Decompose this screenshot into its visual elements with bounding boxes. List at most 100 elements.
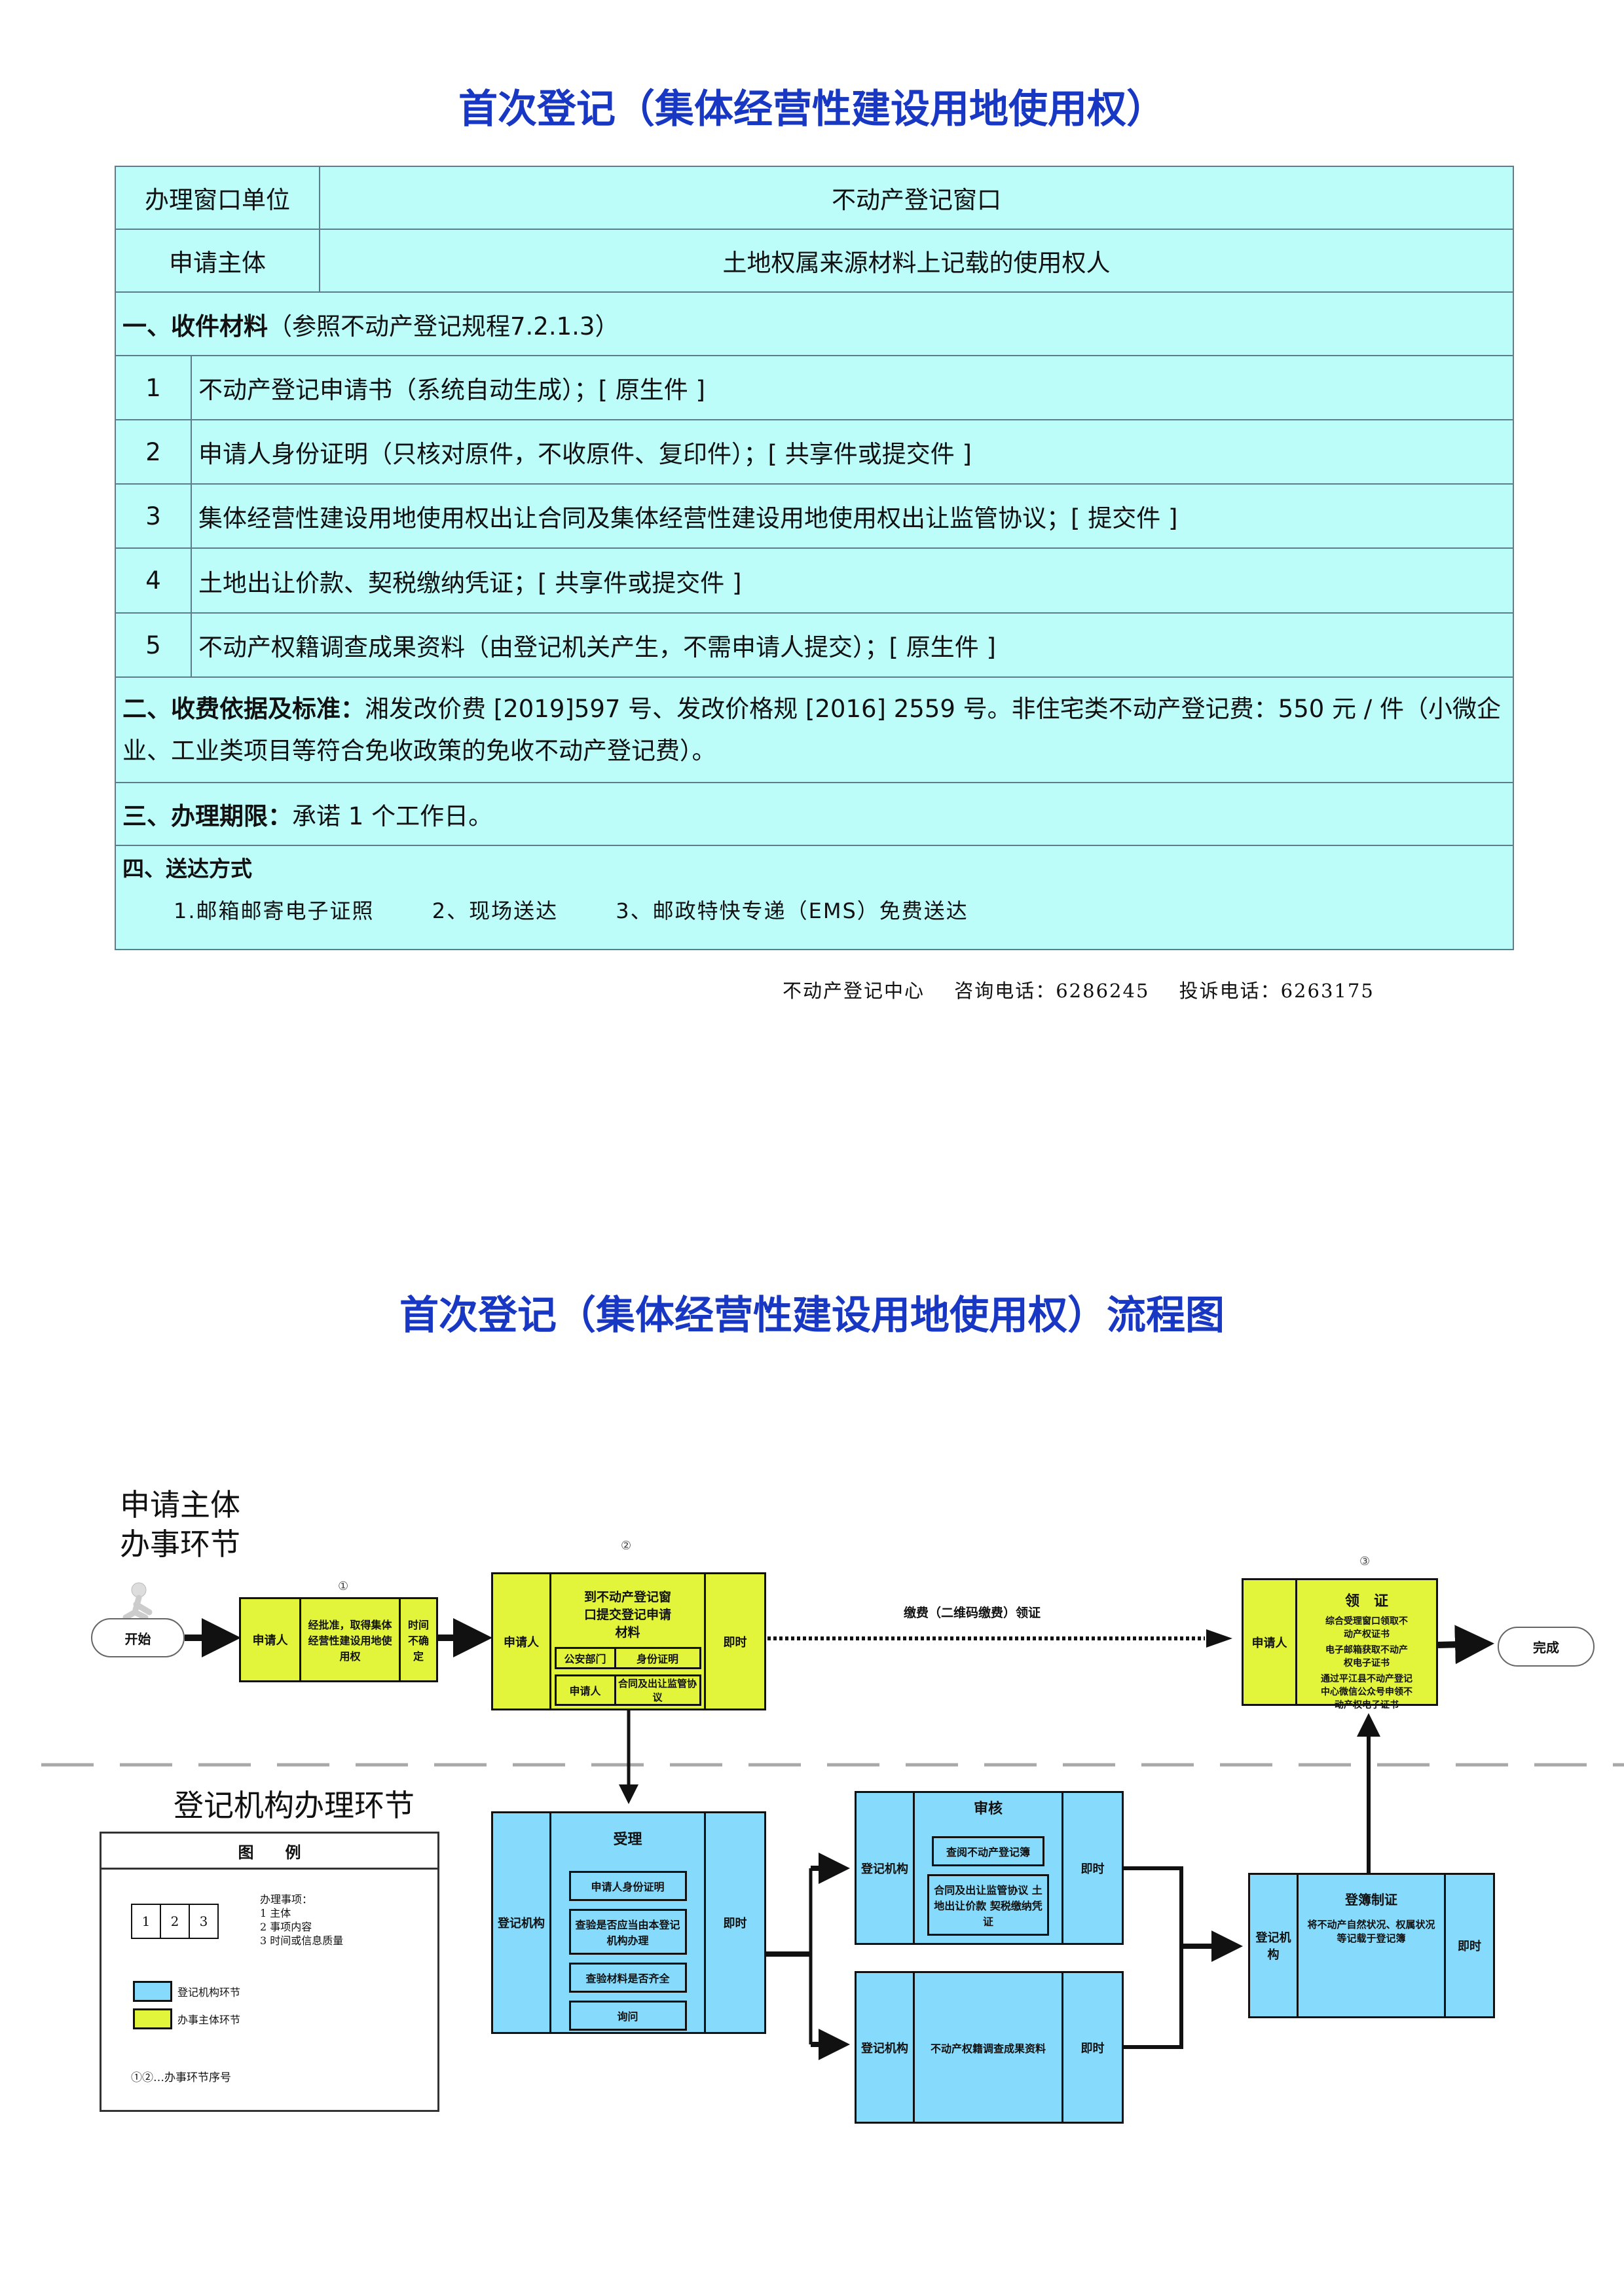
table-row: 申请主体 土地权属来源材料上记载的使用权人: [115, 229, 1514, 293]
accept-item: 询问: [568, 2001, 687, 2031]
legend-yellow: 办事主体环节: [133, 2008, 240, 2029]
delivery-option: 3、邮政特快专递（EMS）免费送达: [616, 898, 969, 923]
legend-cell: 2: [161, 1905, 190, 1938]
end-terminal: 完成: [1498, 1627, 1595, 1667]
runner-icon: [122, 1582, 153, 1621]
arrow-pay-step3: [1206, 1629, 1232, 1648]
legend-yellow-label: 办事主体环节: [177, 2014, 241, 2026]
step3-box: 申请人 领 证 综合受理窗口领取不动产权证书 电子邮箱获取不动产权电子证书 通过…: [1242, 1578, 1438, 1710]
subject-value: 土地权属来源材料上记载的使用权人: [319, 229, 1514, 293]
flowchart-title: 首次登记（集体经营性建设用地使用权）流程图: [399, 1293, 1225, 1339]
table-row: 二、收费依据及标准：湘发改价费 [2019]597 号、发改价格规 [2016]…: [115, 676, 1514, 783]
legend-seq-label: ①②…办事环节序号: [131, 2071, 231, 2084]
sub-what: 合同及出让监管协议: [618, 1678, 697, 1703]
lane-label-line: 办事环节: [120, 1526, 240, 1562]
table-row: 一、收件材料（参照不动产登记规程7.2.1.3）: [115, 291, 1514, 356]
step2-time: 即时: [723, 1635, 747, 1650]
step2-sub2: 申请人 合同及出让监管协议: [554, 1674, 701, 1706]
material-no: 2: [116, 420, 192, 483]
section3-text: 承诺 1 个工作日。: [292, 802, 493, 830]
material-text: 集体经营性建设用地使用权出让合同及集体经营性建设用地使用权出让监管协议；[ 提交…: [198, 504, 1178, 532]
review-box: 登记机构 审核 查阅不动产登记簿 合同及出让监管协议 土地出让价款 契税缴纳凭证…: [855, 1791, 1124, 1945]
legend-title: 图 例: [101, 1834, 437, 1870]
legend-explain-line: 3 时间或信息质量: [260, 1934, 344, 1947]
record-time: 即时: [1458, 1940, 1481, 1953]
page-title: 首次登记（集体经营性建设用地使用权）: [458, 86, 1166, 132]
material-text: 申请人身份证明（只核对原件，不收原件、复印件）；[ 共享件或提交件 ]: [198, 440, 972, 468]
review-who: 登记机构: [857, 1793, 915, 1943]
material-no: 4: [116, 549, 192, 612]
footer-center: 不动产登记中心: [783, 980, 925, 1002]
lane-agency-label: 登记机构办理环节: [174, 1788, 415, 1823]
record-who: 登记机构: [1250, 1875, 1299, 2016]
step2-box: 申请人 到不动产登记窗口提交登记申请材料 公安部门 身份证明 申请人 合同及出让…: [491, 1572, 766, 1710]
delivery-option: 1.邮箱邮寄电子证照: [174, 898, 375, 923]
material-no: 3: [116, 485, 192, 547]
table-row: 办理窗口单位 不动产登记窗口: [115, 166, 1514, 230]
record-box: 登记机构 登簿制证 将不动产自然状况、权属状况等记载于登记簿 即时: [1248, 1873, 1495, 2018]
accept-item: 查验是否应当由本登记机构办理: [568, 1909, 687, 1955]
survey-who: 登记机构: [857, 1973, 915, 2122]
step-number: ①: [338, 1579, 349, 1593]
step3-line: 通过平江县不动产登记中心微信公众号申领不动产权电子证书: [1321, 1674, 1412, 1710]
footer-consult-phone: 咨询电话：6286245: [954, 980, 1150, 1002]
step-number: ③: [1359, 1555, 1371, 1568]
material-no: 1: [116, 356, 192, 419]
legend-yellow-swatch: [133, 2008, 172, 2029]
accept-who: 登记机构: [493, 1813, 551, 2032]
pay-label: 缴费（二维码缴费）领证: [904, 1606, 1041, 1620]
legend-explain-line: 2 事项内容: [260, 1921, 312, 1933]
lane-label-line: 申请主体: [120, 1487, 240, 1523]
material-no: 5: [116, 614, 192, 676]
legend-box: 图 例 1 2 3 办理事项： 1 主体 2 事项内容 3 时间或信息质量 登记…: [100, 1832, 439, 2112]
accept-item: 申请人身份证明: [568, 1871, 687, 1901]
step-number: ②: [621, 1539, 632, 1553]
step1-box: 申请人 经批准，取得集体经营性建设用地使用权 时间不确定: [239, 1597, 438, 1682]
survey-box: 登记机构 不动产权籍调查成果资料 即时: [855, 1971, 1124, 2124]
legend-blue-label: 登记机构环节: [177, 1986, 241, 1999]
accept-time: 即时: [723, 1917, 747, 1930]
review-title: 审核: [973, 1801, 1003, 1817]
record-title: 登簿制证: [1345, 1892, 1397, 1908]
material-text: 土地出让价款、契税缴纳凭证；[ 共享件或提交件 ]: [198, 568, 742, 597]
step3-line: 电子邮箱获取不动产权电子证书: [1325, 1645, 1408, 1669]
legend-cell: 3: [199, 1913, 208, 1929]
section4-title: 四、送达方式: [122, 856, 252, 881]
legend-cells: 1 2 3: [131, 1904, 219, 1939]
step3-title: 领 证: [1344, 1593, 1388, 1610]
legend-explain: 办理事项： 1 主体 2 事项内容 3 时间或信息质量: [260, 1893, 343, 1948]
section3-title: 三、办理期限：: [122, 802, 292, 830]
review-item: 查阅不动产登记簿: [931, 1836, 1045, 1866]
lane-applicant-label: 申请主体 办事环节: [120, 1485, 240, 1564]
step2-sub1: 公安部门 身份证明: [554, 1647, 701, 1669]
accept-item: 查验材料是否齐全: [568, 1963, 687, 1993]
step3-line: 综合受理窗口领取不动产权证书: [1325, 1616, 1408, 1640]
step3-who: 申请人: [1244, 1580, 1297, 1704]
step1-what: 经批准，取得集体经营性建设用地使用权: [301, 1599, 401, 1680]
survey-time: 即时: [1080, 2041, 1105, 2056]
table-row: 四、送达方式 1.邮箱邮寄电子证照 2、现场送达 3、邮政特快专递（EMS）免费…: [115, 845, 1514, 950]
footer-contact: 不动产登记中心 咨询电话：6286245 投诉电话：6263175: [783, 976, 1397, 1003]
section2-title: 二、收费依据及标准：: [122, 694, 365, 723]
subject-label: 申请主体: [115, 229, 320, 293]
legend-blue-swatch: [133, 1981, 172, 2002]
legend-cell: 1: [132, 1905, 161, 1938]
section1-note: （参照不动产登记规程7.2.1.3）: [268, 312, 619, 341]
accept-title: 受理: [613, 1832, 642, 1848]
sub-what: 身份证明: [636, 1653, 678, 1665]
start-terminal: 开始: [91, 1618, 185, 1657]
sub-who: 公安部门: [557, 1649, 616, 1667]
step1-who: 申请人: [241, 1599, 301, 1680]
window-value: 不动产登记窗口: [319, 166, 1514, 230]
window-label: 办理窗口单位: [115, 166, 320, 230]
step2-title: 到不动产登记窗口提交登记申请材料: [583, 1590, 671, 1640]
review-item: 合同及出让监管协议 土地出让价款 契税缴纳凭证: [927, 1874, 1049, 1936]
legend-explain-title: 办理事项：: [260, 1893, 313, 1906]
table-row: 三、办理期限：承诺 1 个工作日。: [115, 782, 1514, 846]
info-table: 办理窗口单位 不动产登记窗口 申请主体 土地权属来源材料上记载的使用权人 一、收…: [115, 166, 1514, 950]
record-text: 将不动产自然状况、权属状况等记载于登记簿: [1307, 1919, 1435, 1944]
